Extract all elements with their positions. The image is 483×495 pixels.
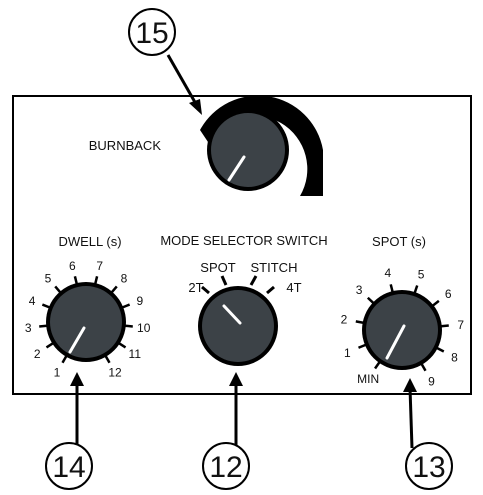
mode-selector-pointer — [222, 304, 242, 325]
dwell-pointer — [68, 326, 86, 354]
mode-selector-knob[interactable] — [198, 286, 278, 366]
spot-scale-number: 1 — [344, 346, 351, 360]
callout-12: 12 — [202, 442, 250, 490]
dwell-scale-number: 3 — [25, 321, 32, 335]
spot-scale-number: 6 — [445, 287, 452, 301]
dwell-scale-number: 6 — [69, 259, 76, 273]
panel-frame — [12, 95, 472, 395]
mode-position-spot: SPOT — [200, 260, 235, 275]
callout-13-number: 13 — [412, 451, 445, 484]
mode-position-2t: 2T — [188, 280, 203, 295]
callout-15-number: 15 — [135, 17, 168, 50]
spot-scale-number: 7 — [457, 318, 464, 332]
spot-scale-number: MIN — [357, 372, 379, 386]
leader-line-13 — [408, 387, 414, 449]
spot-knob-group: SPOT (s) MIN 1 2 3 4 5 6 7 8 9 — [341, 234, 465, 389]
leader-arrow-14 — [70, 372, 84, 386]
spot-scale: MIN 1 2 3 4 5 6 7 8 9 — [341, 266, 465, 388]
burnback-knob-group: BURNBACK — [89, 95, 323, 196]
dwell-scale-number: 7 — [96, 259, 103, 273]
callout-14: 14 — [45, 442, 93, 490]
callout-13: 13 — [405, 442, 453, 490]
dwell-scale-number: 5 — [45, 272, 52, 286]
leader-arrow-12 — [229, 372, 243, 386]
dwell-scale-number: 4 — [29, 294, 36, 308]
spot-scale-number: 5 — [418, 268, 425, 282]
spot-label: SPOT (s) — [372, 234, 426, 249]
spot-scale-number: 3 — [356, 283, 363, 297]
dwell-scale-number: 10 — [137, 321, 151, 335]
callout-12-number: 12 — [209, 451, 242, 484]
dwell-scale-number: 2 — [34, 347, 41, 361]
callout-14-number: 14 — [52, 451, 85, 484]
spot-pointer — [385, 324, 406, 360]
dwell-scale-number: 9 — [137, 294, 144, 308]
dwell-scale-number: 11 — [129, 347, 142, 361]
leader-line-15 — [166, 54, 198, 105]
spot-scale-number: 4 — [384, 266, 391, 280]
dwell-scale-number: 8 — [121, 272, 128, 286]
dwell-scale-number: 12 — [108, 366, 122, 380]
mode-position-4t: 4T — [286, 280, 301, 295]
spot-scale-number: 8 — [451, 350, 458, 364]
mode-position-stitch: STITCH — [251, 260, 298, 275]
leader-arrow-15 — [189, 99, 202, 115]
mode-selector-title: MODE SELECTOR SWITCH — [160, 233, 327, 248]
burnback-pointer — [227, 155, 246, 182]
callout-15: 15 — [128, 8, 176, 56]
mode-selector-ticks — [201, 275, 275, 295]
spot-scale-number: 2 — [341, 313, 348, 327]
burnback-label: BURNBACK — [89, 138, 162, 153]
dwell-knob[interactable] — [46, 282, 126, 362]
spot-scale-number: 9 — [428, 375, 435, 389]
burnback-knob[interactable] — [207, 109, 289, 191]
dwell-label: DWELL (s) — [58, 234, 121, 249]
dwell-scale-number: 1 — [54, 366, 61, 380]
mode-selector-group: MODE SELECTOR SWITCH SPOT STITCH 2T 4T — [160, 233, 328, 366]
leader-arrow-13 — [403, 378, 417, 392]
spot-knob[interactable] — [362, 290, 442, 370]
